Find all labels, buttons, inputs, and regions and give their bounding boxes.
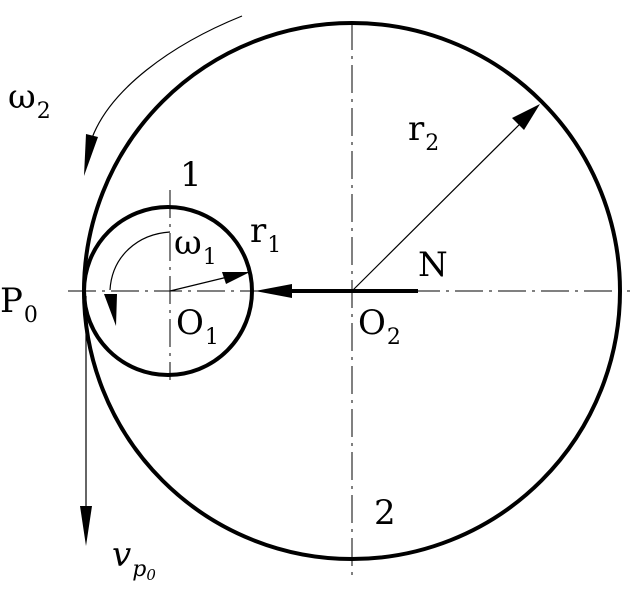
label-gear-1: 1 [180,155,202,195]
force-n-arrowhead [255,284,292,298]
label-o2: O2 [358,303,401,350]
label-omega-2: ω2 [8,77,51,124]
label-gear-2: 2 [374,493,396,533]
gear-1-circle [82,205,254,377]
label-n: N [418,245,448,285]
label-p0: P0 [0,281,38,328]
label-omega-1: ω1 [174,223,217,270]
radius-r1-arrowhead [222,272,250,284]
radius-r2-arrowhead [512,104,540,130]
label-vp0: vp0 [112,535,156,584]
radius-r2-line [351,111,533,292]
omega-1-arc [109,231,171,291]
label-r1: r1 [250,211,281,258]
omega-2-arrowhead [84,134,98,176]
omega-2-arc [91,15,243,139]
label-o1: O1 [176,303,219,350]
omega-1-arrowhead [104,294,117,326]
label-r2: r2 [408,109,439,156]
velocity-vp0-arrowhead [80,506,92,546]
